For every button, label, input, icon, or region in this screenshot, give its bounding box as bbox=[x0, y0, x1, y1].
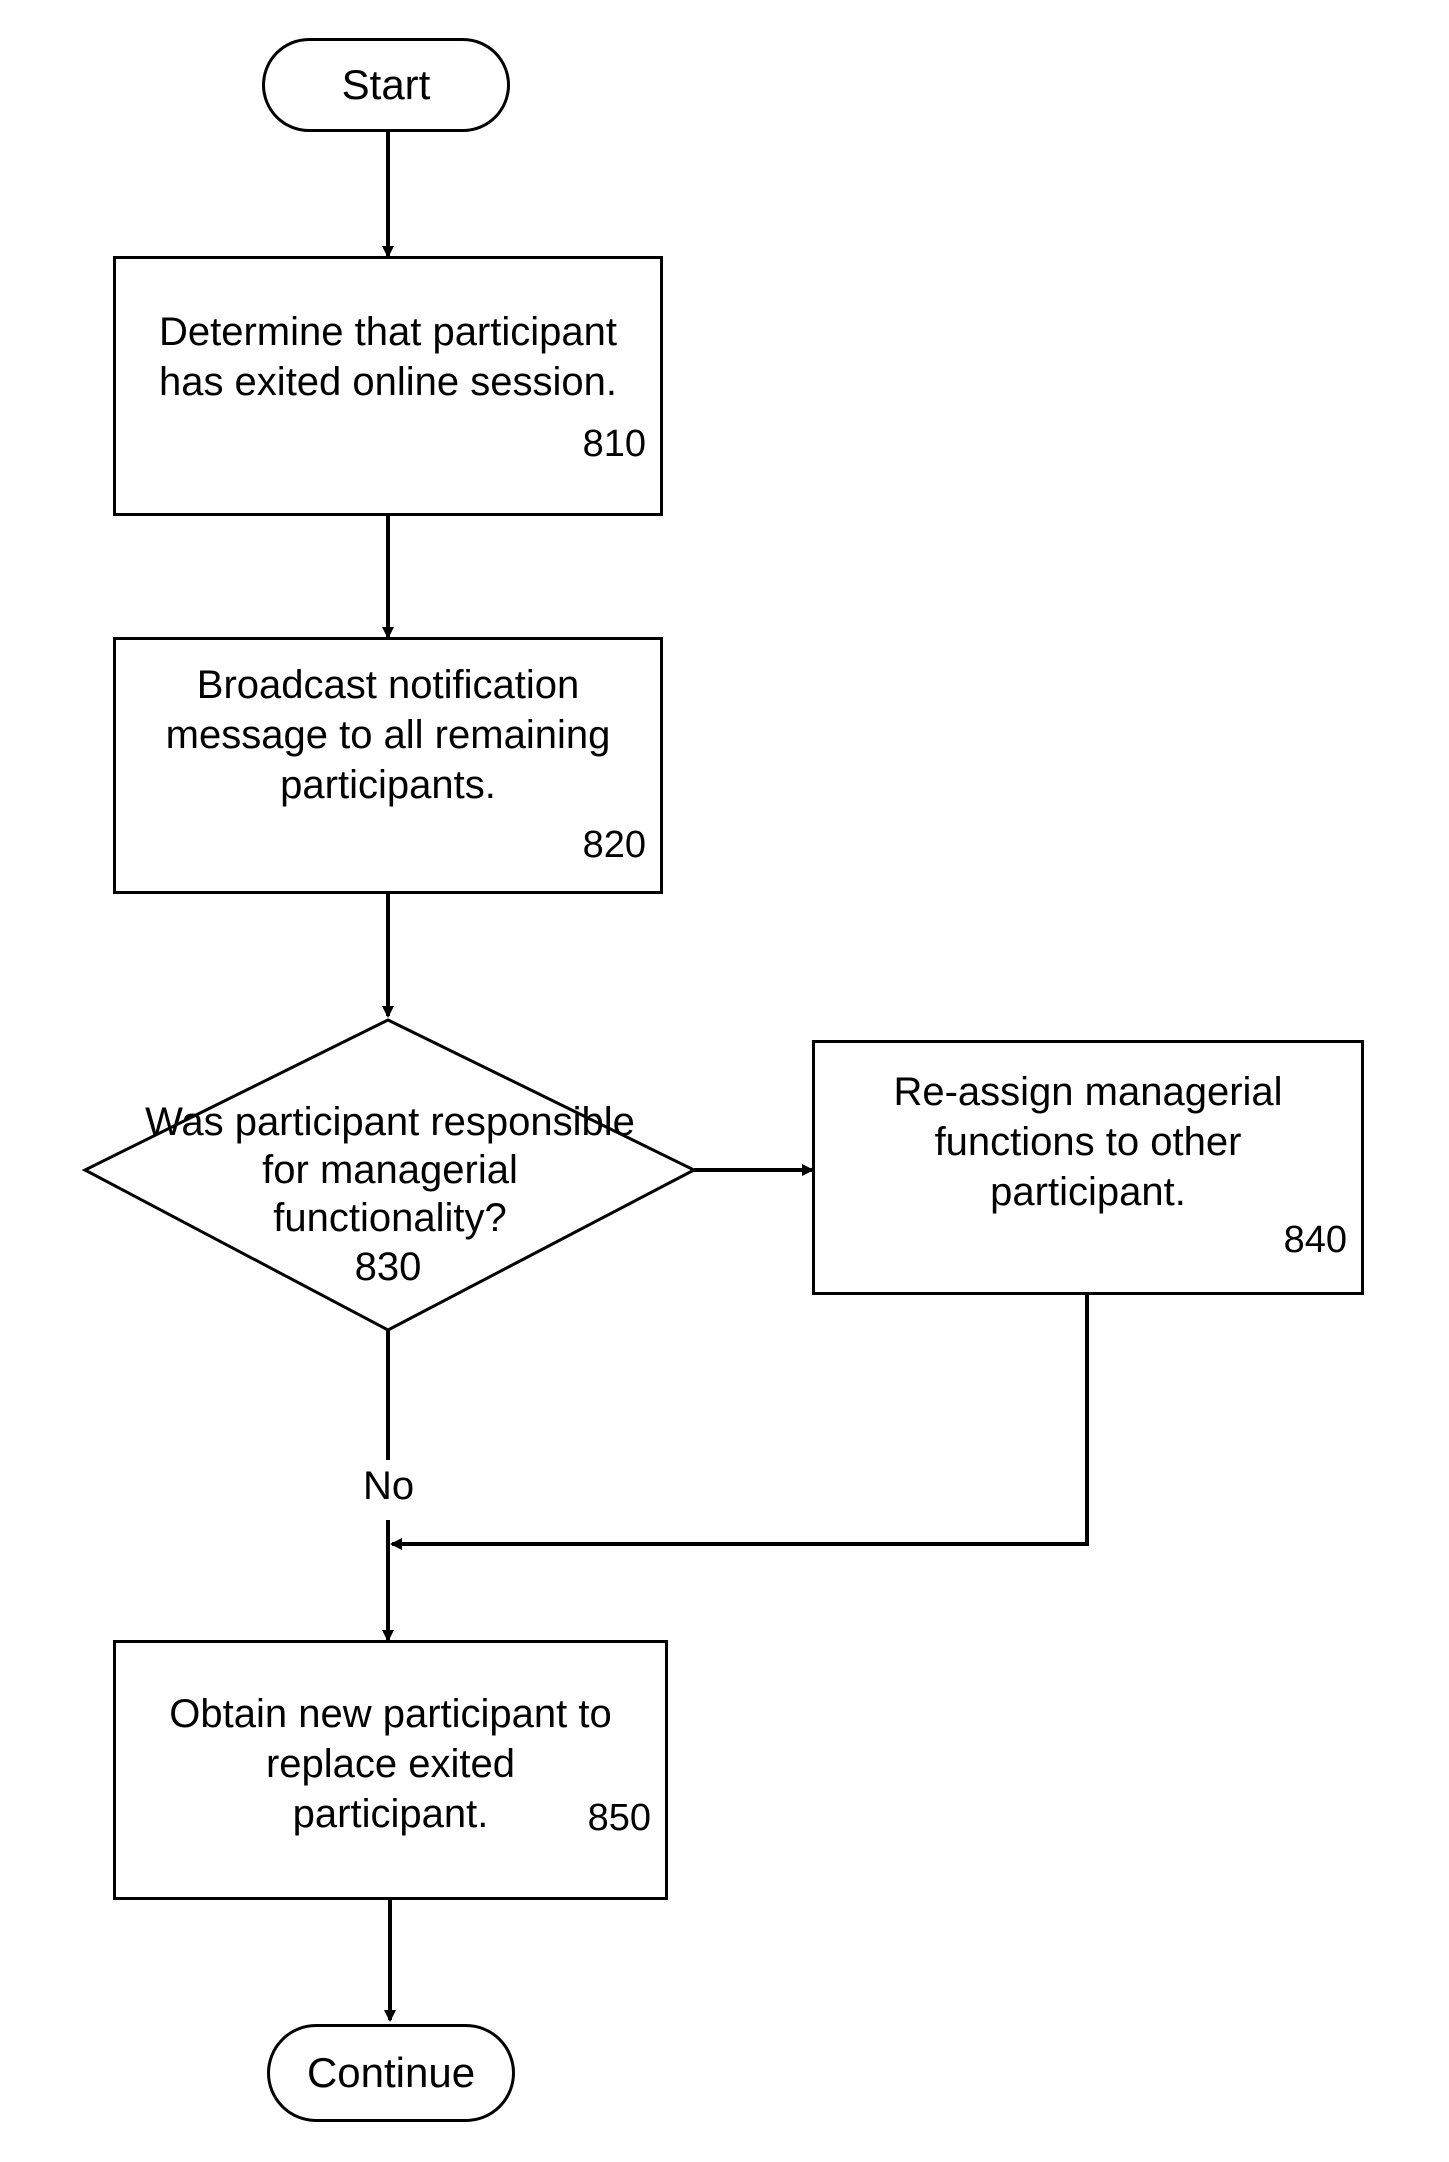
step-840: Re-assign managerial functions to other … bbox=[812, 1040, 1364, 1295]
decision-830-ref: 830 bbox=[338, 1243, 438, 1291]
continue-terminal: Continue bbox=[267, 2024, 515, 2122]
step-850-text: Obtain new participant to replace exited… bbox=[136, 1689, 645, 1839]
edge-label-no: No bbox=[363, 1464, 414, 1509]
step-810: Determine that participant has exited on… bbox=[113, 256, 663, 516]
step-810-text: Determine that participant has exited on… bbox=[136, 307, 640, 407]
decision-830-text: Was participant responsible for manageri… bbox=[140, 1098, 640, 1242]
step-840-text: Re-assign managerial functions to other … bbox=[835, 1067, 1341, 1217]
start-terminal: Start bbox=[262, 38, 510, 132]
continue-label: Continue bbox=[307, 2049, 475, 2097]
start-label: Start bbox=[342, 61, 431, 109]
edge-840-join bbox=[392, 1295, 1087, 1544]
step-820: Broadcast notification message to all re… bbox=[113, 637, 663, 894]
step-850: Obtain new participant to replace exited… bbox=[113, 1640, 668, 1900]
step-850-ref: 850 bbox=[588, 1793, 651, 1843]
step-820-ref: 820 bbox=[583, 820, 646, 870]
step-840-ref: 840 bbox=[1284, 1215, 1347, 1265]
step-810-ref: 810 bbox=[583, 419, 646, 469]
step-820-text: Broadcast notification message to all re… bbox=[136, 660, 640, 810]
